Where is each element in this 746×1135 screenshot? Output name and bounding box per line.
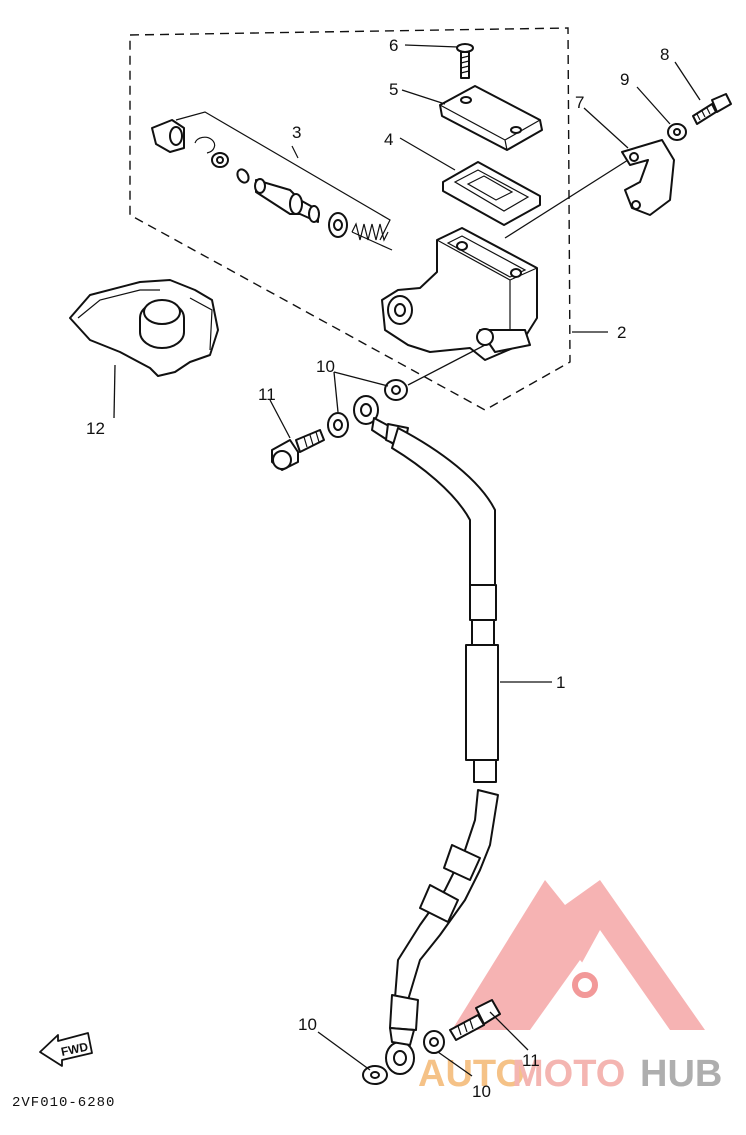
lever-cover	[69, 279, 219, 377]
callout-8: 8	[660, 45, 669, 64]
upper-washer-b	[384, 379, 408, 401]
callout-10-lower-right: 10	[472, 1082, 491, 1101]
callout-2: 2	[617, 323, 626, 342]
callout-10-lower-left: 10	[298, 1015, 317, 1034]
upper-union-bolt	[271, 429, 325, 471]
drawing-code: 2VF010-6280	[12, 1095, 115, 1111]
lower-washer-a	[362, 1065, 388, 1085]
callout-11-lower: 11	[522, 1051, 540, 1070]
cap-screw	[456, 43, 474, 79]
clamp-washer	[667, 123, 687, 141]
watermark-logo: AUTO MOTO HUB	[418, 880, 722, 1095]
master-cylinder-body	[381, 227, 538, 361]
callout-6: 6	[389, 36, 398, 55]
watermark-text-auto: AUTO	[418, 1053, 525, 1095]
piston-kit-parts	[151, 119, 393, 251]
callout-3: 3	[292, 123, 301, 142]
callout-5: 5	[389, 80, 398, 99]
callout-labels: 1 2 3 4 5 6 7 8 9 10 10 10 11 11 12	[86, 36, 669, 1101]
clamp-bolt	[692, 93, 732, 125]
handlebar-clamp	[621, 139, 675, 216]
upper-washer-a	[327, 412, 349, 438]
leader-lines	[113, 44, 701, 1077]
reservoir-cap	[439, 85, 543, 151]
lower-union-bolt	[449, 999, 501, 1041]
callout-10-upper: 10	[316, 357, 335, 376]
banjo-axis-line	[407, 344, 486, 386]
brake-hose	[353, 395, 499, 1075]
callout-11-upper: 11	[258, 385, 276, 404]
fwd-label: FWD	[60, 1039, 90, 1058]
watermark-text-hub: HUB	[640, 1053, 722, 1095]
watermark-text-moto: MOTO	[512, 1053, 625, 1095]
lower-washer-b	[423, 1030, 445, 1054]
callout-12: 12	[86, 419, 105, 438]
callout-7: 7	[575, 93, 584, 112]
assembly-boundary	[129, 27, 571, 411]
diaphragm	[442, 161, 541, 226]
callout-4: 4	[384, 130, 393, 149]
piston-kit-bracket	[175, 111, 391, 241]
callout-1: 1	[556, 673, 565, 692]
clamp-leader	[504, 159, 629, 239]
callout-9: 9	[620, 70, 629, 89]
forward-arrow: FWD	[39, 1032, 93, 1067]
